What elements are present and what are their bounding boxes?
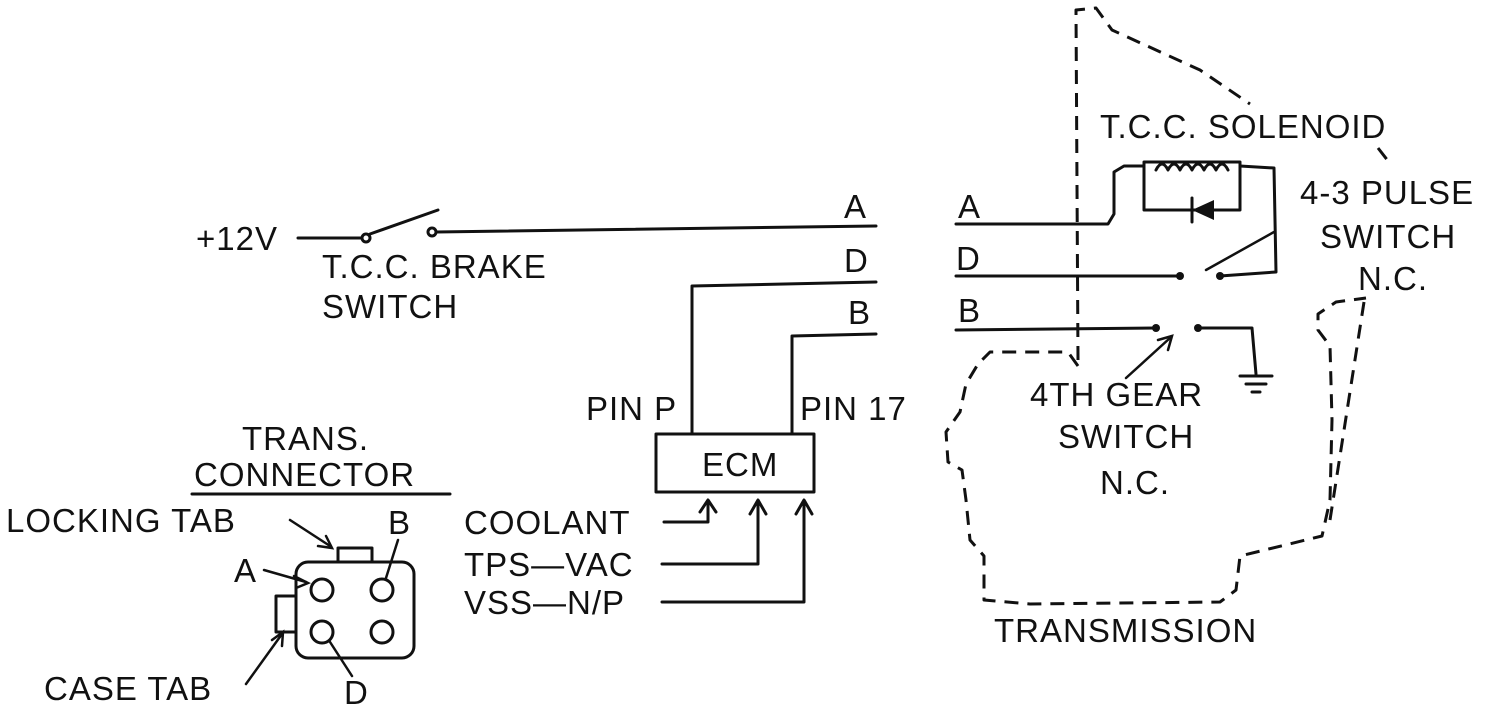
pulse-switch-pointer [1204, 230, 1276, 272]
ecm-circuit: D B PIN P PIN 17 ECM COOLANT TPS—VAC VSS… [464, 242, 907, 621]
pulse-switch-label-2: SWITCH [1320, 218, 1456, 255]
solenoid-coil-icon [1154, 162, 1230, 172]
coolant-label: COOLANT [464, 504, 631, 541]
case-tab-pointer [244, 632, 284, 686]
vss-np-wire [660, 502, 806, 604]
brake-switch-blade [368, 208, 440, 236]
wire-b-right-label: B [958, 292, 981, 329]
tps-vac-arrow-icon [748, 498, 768, 516]
wire-d-left-label: D [844, 242, 869, 279]
pin-a-arrow-icon [292, 574, 312, 590]
gear-switch-ground-wire [1196, 326, 1258, 376]
transmission-label: TRANSMISSION [994, 612, 1257, 649]
tps-vac-label: TPS—VAC [464, 546, 634, 583]
wire-a-left [434, 224, 878, 234]
coolant-wire [662, 502, 710, 524]
pin-17-label: PIN 17 [800, 390, 907, 427]
connector-pin-b [369, 577, 395, 603]
pulse-switch-label: 4-3 PULSE [1300, 174, 1474, 211]
transmission-housing-inner [1328, 301, 1366, 521]
plus-12v-label: +12V [196, 220, 278, 257]
locking-tab-arrow-icon [316, 534, 335, 550]
brake-switch-label: T.C.C. BRAKE [322, 248, 547, 285]
wire-b-left [790, 332, 878, 412]
pulse-switch-contact-left [1176, 272, 1184, 280]
pin-b-label: B [388, 504, 411, 541]
pin-d-pointer [328, 640, 354, 678]
brake-switch-terminal-left [360, 232, 372, 244]
wire-d-left [690, 280, 878, 412]
pin-b-pointer [384, 538, 400, 580]
connector-pin-d [309, 619, 335, 645]
case-tab [274, 594, 298, 634]
wire-b-right [954, 326, 1158, 332]
gear-switch-label-3: N.C. [1100, 464, 1170, 501]
connector-label: TRANS. [242, 420, 369, 457]
transmission-housing-top [1074, 6, 1251, 361]
solenoid-housing-stub [1376, 147, 1394, 167]
pin-a-pointer [262, 568, 308, 584]
coolant-arrow-icon [698, 498, 718, 514]
connector-pin-c [369, 619, 395, 645]
vss-np-label: VSS—N/P [464, 584, 625, 621]
case-tab-arrow-icon [270, 629, 285, 648]
gear-switch-pointer [1124, 336, 1172, 380]
pulse-switch-contact-right [1216, 272, 1224, 280]
wire-a-right [954, 164, 1146, 226]
pin-a-label: A [234, 552, 257, 589]
tps-vac-wire [660, 502, 760, 566]
ecm-box [654, 432, 816, 494]
solenoid-diode-icon [1192, 200, 1214, 220]
pin-p-label: PIN P [586, 390, 677, 427]
brake-switch-circuit: +12V T.C.C. BRAKE SWITCH A [196, 188, 878, 325]
wire-a-left-label: A [844, 188, 867, 225]
solenoid-label: T.C.C. SOLENOID [1100, 108, 1386, 145]
locking-tab-pointer [288, 518, 332, 548]
gear-switch-label: 4TH GEAR [1030, 376, 1203, 413]
gear-switch-contact-left [1152, 324, 1160, 332]
ecm-label: ECM [702, 446, 778, 483]
transmission-housing-outline [944, 296, 1367, 606]
wire-d-right-label: D [956, 240, 981, 277]
locking-tab [336, 546, 374, 564]
pulse-switch-label-3: N.C. [1358, 260, 1428, 297]
brake-switch-label-2: SWITCH [322, 288, 458, 325]
connector-body [294, 560, 416, 660]
vss-np-arrow-icon [794, 498, 814, 516]
connector-label-2: CONNECTOR [194, 456, 415, 493]
gear-switch-arrow-icon [1156, 334, 1174, 352]
transmission-circuit: A T.C.C. SOLENOID D 4-3 PULSE SWITCH N.C… [944, 6, 1474, 649]
wire-a-right-label: A [958, 188, 981, 225]
connector-pin-a [309, 577, 335, 603]
solenoid-return-wire [1218, 164, 1278, 278]
gear-switch-label-2: SWITCH [1058, 418, 1194, 455]
case-tab-label: CASE TAB [44, 670, 212, 707]
trans-connector-detail: TRANS. CONNECTOR LOCKING TAB B A D CASE … [6, 420, 452, 711]
locking-tab-label: LOCKING TAB [6, 502, 236, 539]
pin-d-label: D [344, 674, 369, 711]
wire-b-left-label: B [848, 294, 871, 331]
